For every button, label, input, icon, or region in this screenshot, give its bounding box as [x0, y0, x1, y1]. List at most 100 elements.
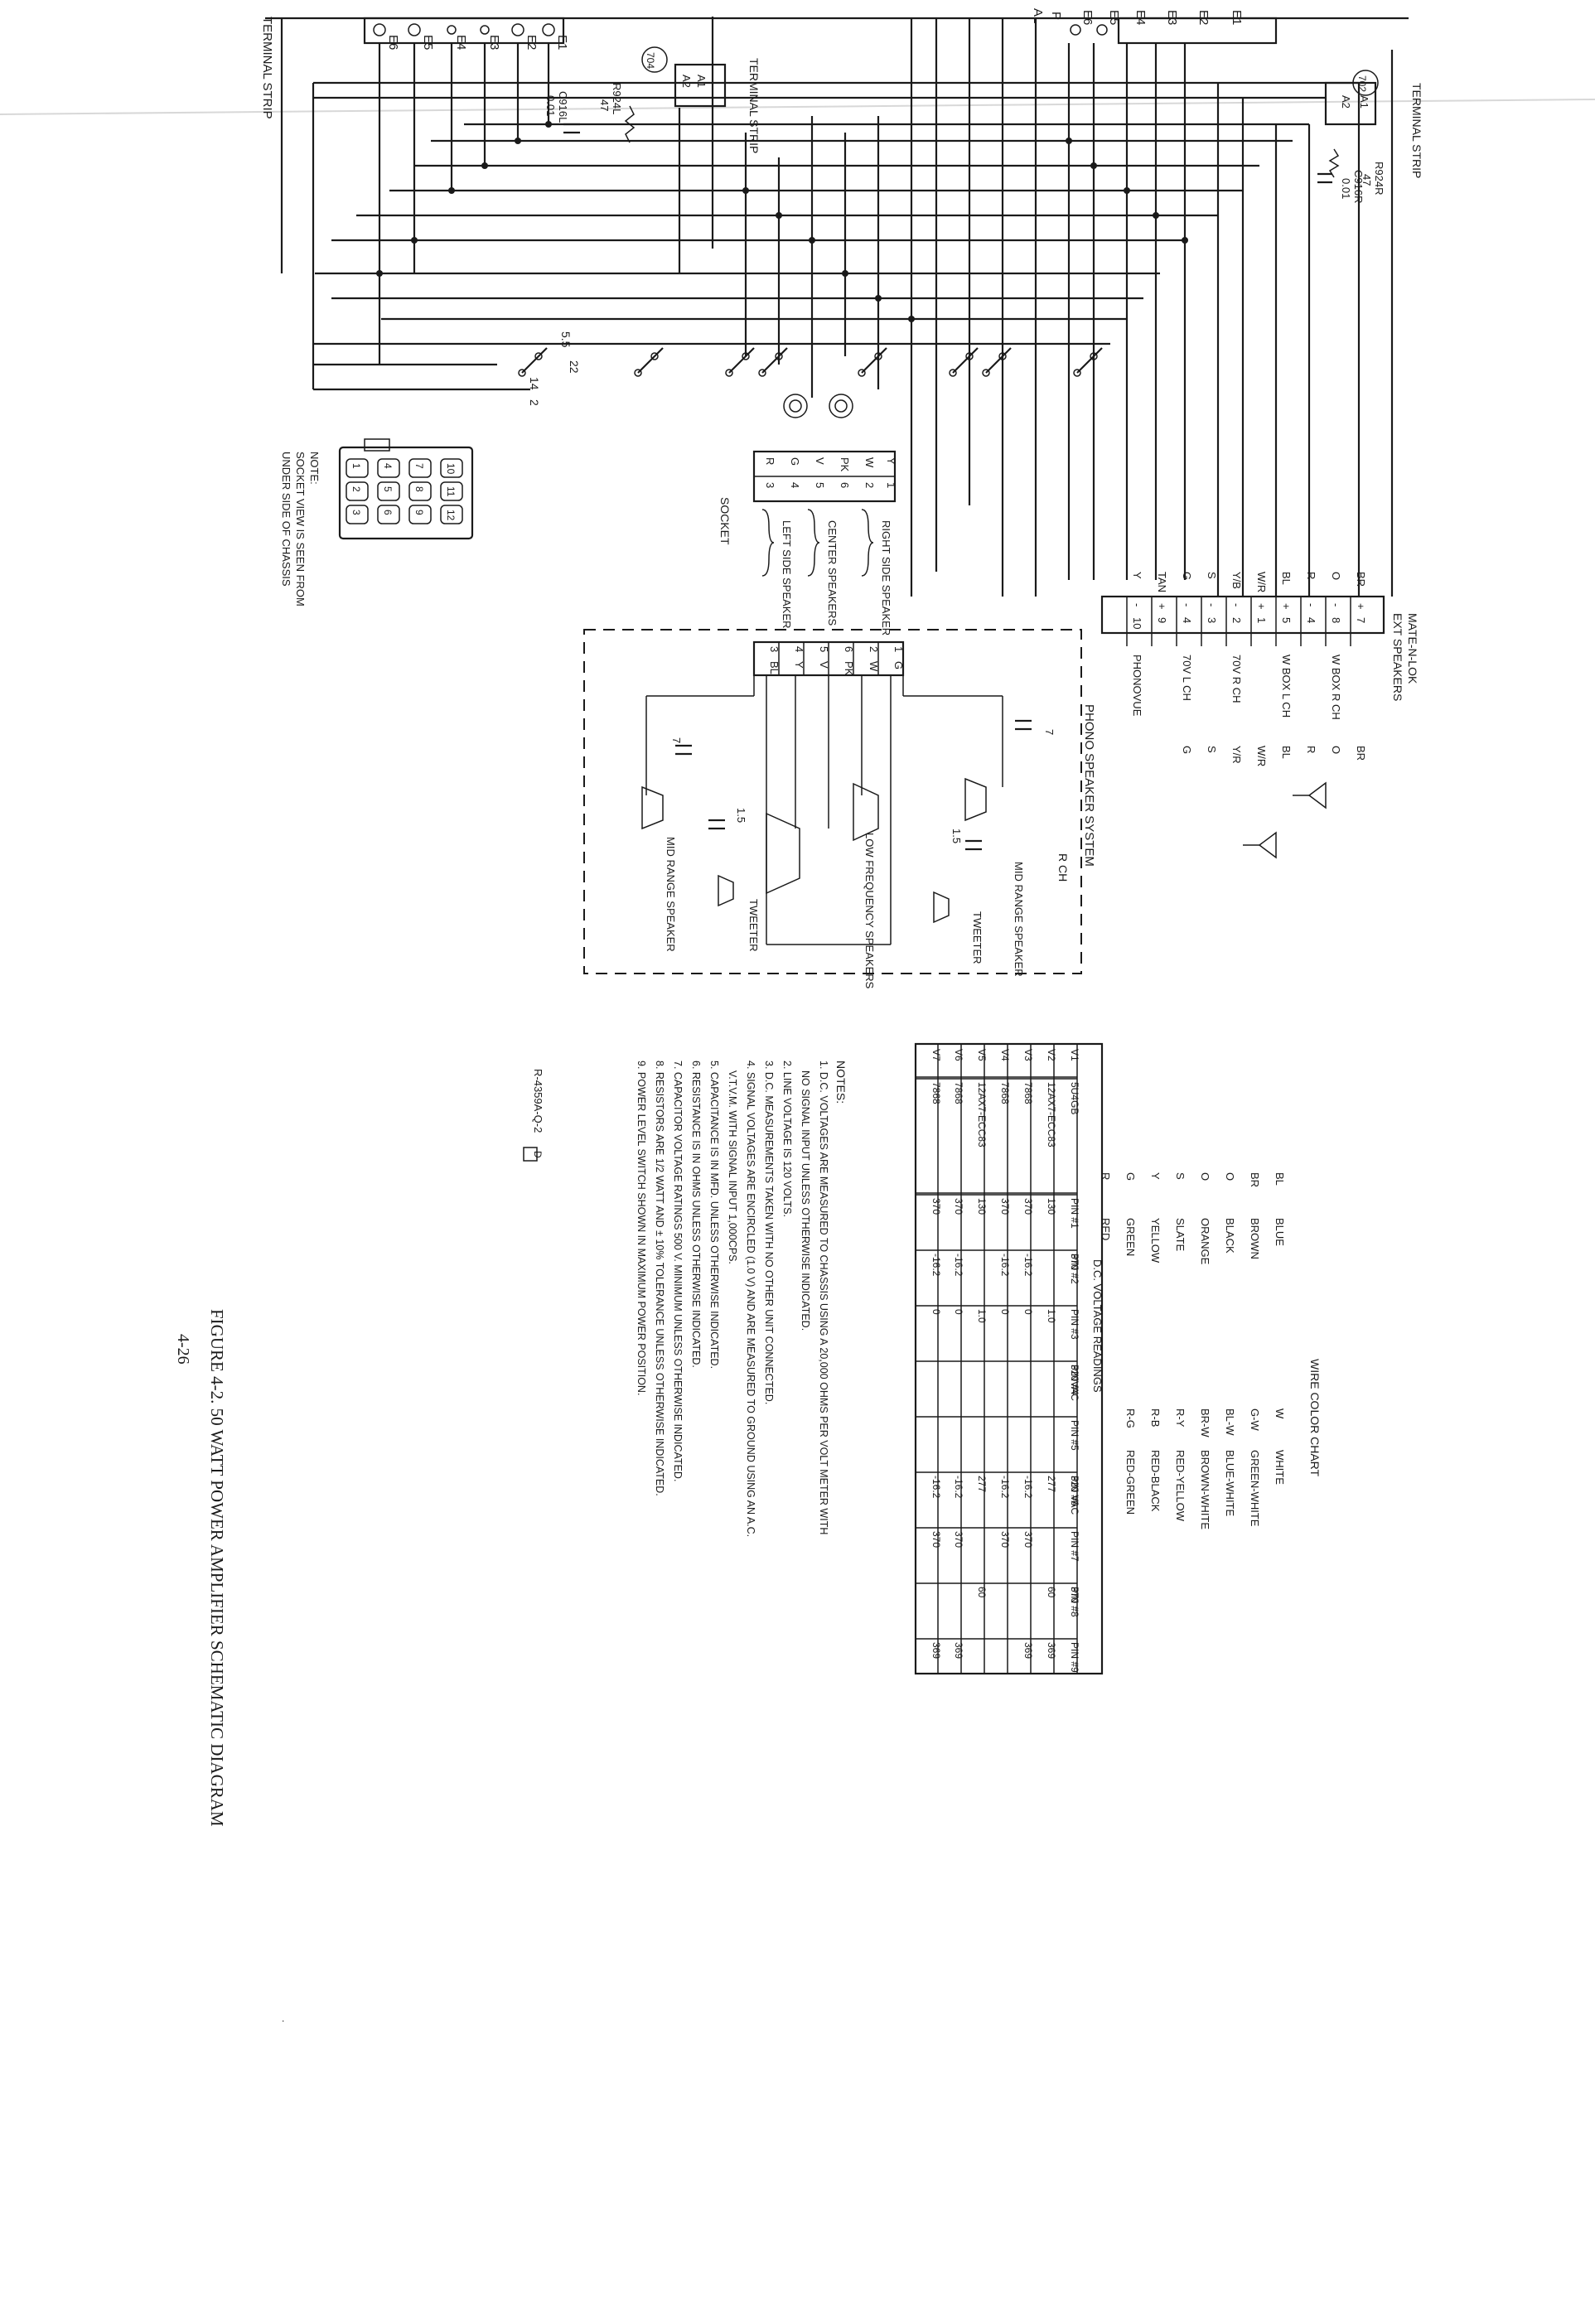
voltage-table-cell: 370: [953, 1198, 964, 1215]
voltage-table-cell: 370: [1069, 1587, 1080, 1603]
voltage-table-cell: 370: [999, 1198, 1011, 1215]
left-terminal-label: E1: [555, 35, 569, 50]
note-line: 8. RESISTORS ARE 1/2 WATT AND ± 10% TOLE…: [654, 1061, 665, 1496]
wire-color-name: SLATE: [1174, 1218, 1187, 1252]
socket-view-pin: [377, 458, 400, 478]
socket-pin-color: PK: [839, 457, 851, 472]
mnl-end-code: BL: [1280, 746, 1293, 759]
note-line: NO SIGNAL INPUT UNLESS OTHERWISE INDICAT…: [800, 1070, 811, 1331]
wire-code: BL-W: [1224, 1408, 1236, 1436]
socket-view-pin: [346, 481, 369, 501]
socket-pin-color: V: [814, 457, 826, 465]
voltage-table-cell: 369: [953, 1642, 964, 1659]
wire-code: R-Y: [1174, 1408, 1187, 1428]
ref-702-label: 702: [1356, 75, 1368, 92]
mnl-wire-color: BL: [1280, 572, 1293, 585]
mate-n-lok-subtitle: EXT SPEAKERS: [1391, 613, 1404, 701]
wire-color-name: BROWN-WHITE: [1199, 1450, 1211, 1529]
socket-view-outline: [338, 446, 474, 540]
phono-pin-color: Y: [793, 661, 805, 669]
a1-label: A1: [695, 75, 708, 88]
right-edge-label: AL: [1031, 8, 1045, 23]
voltage-table-cell: V7: [930, 1049, 942, 1061]
voltage-table-cell: 7868: [1022, 1082, 1034, 1104]
switch-contacts: [518, 347, 1103, 377]
voltage-table-cell: 369: [930, 1642, 942, 1659]
voltage-table-cell: 370: [930, 1198, 942, 1215]
power-level-switches: 5.5 22 14 2: [518, 331, 1103, 418]
voltage-table-header: PIN #9: [1069, 1642, 1080, 1673]
mnl-wire-color: S: [1206, 572, 1218, 579]
scan-speck: .: [282, 2012, 284, 2024]
voltage-table-cell: 12AX7-ECC83: [1046, 1082, 1057, 1148]
r924l-value: 47: [598, 99, 611, 111]
low-frequency-speaker-icon: [766, 812, 800, 895]
voltage-table-cell: -16.2: [1022, 1476, 1034, 1499]
phono-pin-color: W: [868, 661, 880, 672]
drawing-rev-box: [523, 1147, 538, 1162]
voltage-table-cell: 320VAC: [1069, 1365, 1080, 1401]
left-terminal-strip-label: TERMINAL STRIP: [260, 17, 274, 119]
note-line: 3. D.C. MEASUREMENTS TAKEN WITH NO OTHER…: [763, 1061, 775, 1404]
terminal-e5-icon: [1096, 24, 1108, 36]
voltage-table-cell: 0: [999, 1309, 1011, 1315]
mnl-pin-sign: -: [1230, 603, 1243, 606]
note-line: 4. SIGNAL VOLTAGES ARE ENCIRCLED (1.0 V)…: [745, 1061, 756, 1537]
voltage-table-cell: 130: [1046, 1198, 1057, 1215]
terminal-strip-702-box: [1324, 81, 1377, 126]
terminal-strip-702: 702 A1 A2 TERMINAL STRIP R924R 47 C916R …: [1317, 70, 1423, 203]
resistor-r924r-icon: [1328, 148, 1340, 178]
voltage-table-cell: 7868: [930, 1082, 942, 1104]
socket-pin-number: 6: [839, 482, 851, 488]
c916l-value: 0.01: [544, 95, 557, 116]
socket-view-pin-number: 6: [382, 510, 394, 515]
voltage-table-cell: 1.0: [976, 1309, 988, 1323]
phono-pin-number: 6: [843, 646, 855, 652]
note-line: 1. D.C. VOLTAGES ARE MEASURED TO CHASSIS…: [818, 1061, 829, 1534]
speaker-symbol-icon: [1258, 831, 1277, 859]
voltage-table-cell: V6: [953, 1049, 964, 1061]
low-frequency-speaker-label: LOW FREQUENCY SPEAKERS: [863, 833, 876, 989]
phono-pin-number: 2: [868, 646, 880, 652]
voltage-table-cell: 130: [976, 1198, 988, 1215]
socket-note-line: SOCKET VIEW IS SEEN FROM: [294, 452, 307, 606]
wire-code: R-B: [1149, 1408, 1162, 1427]
voltage-table-title: D.C. VOLTAGE READINGS: [1091, 1259, 1104, 1393]
phono-pin-number: 3: [768, 646, 781, 652]
wire-code: R: [1100, 1172, 1112, 1180]
voltage-table-header: PIN #6: [1069, 1476, 1080, 1506]
voltage-table-cell: V1: [1069, 1049, 1080, 1061]
voltage-table-cell: 5U4GB: [1069, 1082, 1080, 1114]
wire-code: G-W: [1249, 1408, 1261, 1431]
wiring-bundle: [265, 17, 1409, 597]
voltage-table-cell: -16.2: [999, 1476, 1011, 1499]
socket-label-right-side: RIGHT SIDE SPEAKER: [880, 520, 892, 635]
tweeter-label: TWEETER: [971, 911, 984, 964]
right-terminal-label: E1: [1230, 10, 1244, 25]
mnl-end-code: BR: [1355, 746, 1367, 761]
mnl-wire-color: Y: [1131, 572, 1143, 579]
mnl-end-code: Y/R: [1230, 746, 1243, 764]
right-terminal-label: E4: [1133, 10, 1148, 25]
terminal-strip-702-label: TERMINAL STRIP: [1410, 83, 1423, 178]
figure-caption: FIGURE 4-2. 50 WATT POWER AMPLIFIER SCHE…: [207, 1309, 227, 1827]
wire-color-name: ORANGE: [1199, 1218, 1211, 1265]
wire-color-name: GREEN-WHITE: [1249, 1450, 1261, 1527]
r924r-label: R924R: [1373, 162, 1385, 195]
phono-pin-color: G: [892, 661, 905, 669]
right-terminal-label: E2: [1196, 10, 1211, 25]
mid-range-speaker-label: MID RANGE SPEAKER: [1013, 862, 1025, 977]
socket-view-pin: [440, 458, 463, 478]
terminal-e6-icon: [373, 23, 386, 36]
voltage-table-cell: 370: [999, 1531, 1011, 1548]
left-terminal-label: E3: [487, 35, 501, 50]
cap-value: 1.5: [735, 808, 747, 823]
mnl-wire-color: Y/B: [1230, 572, 1243, 589]
left-terminal-label: E6: [386, 35, 400, 50]
cap-value: 7: [1043, 729, 1056, 735]
wire-color-name: GREEN: [1124, 1218, 1137, 1256]
wire-code: Y: [1149, 1172, 1162, 1180]
voltage-table-header: PIN #7: [1069, 1531, 1080, 1562]
brace-center: [807, 509, 820, 577]
